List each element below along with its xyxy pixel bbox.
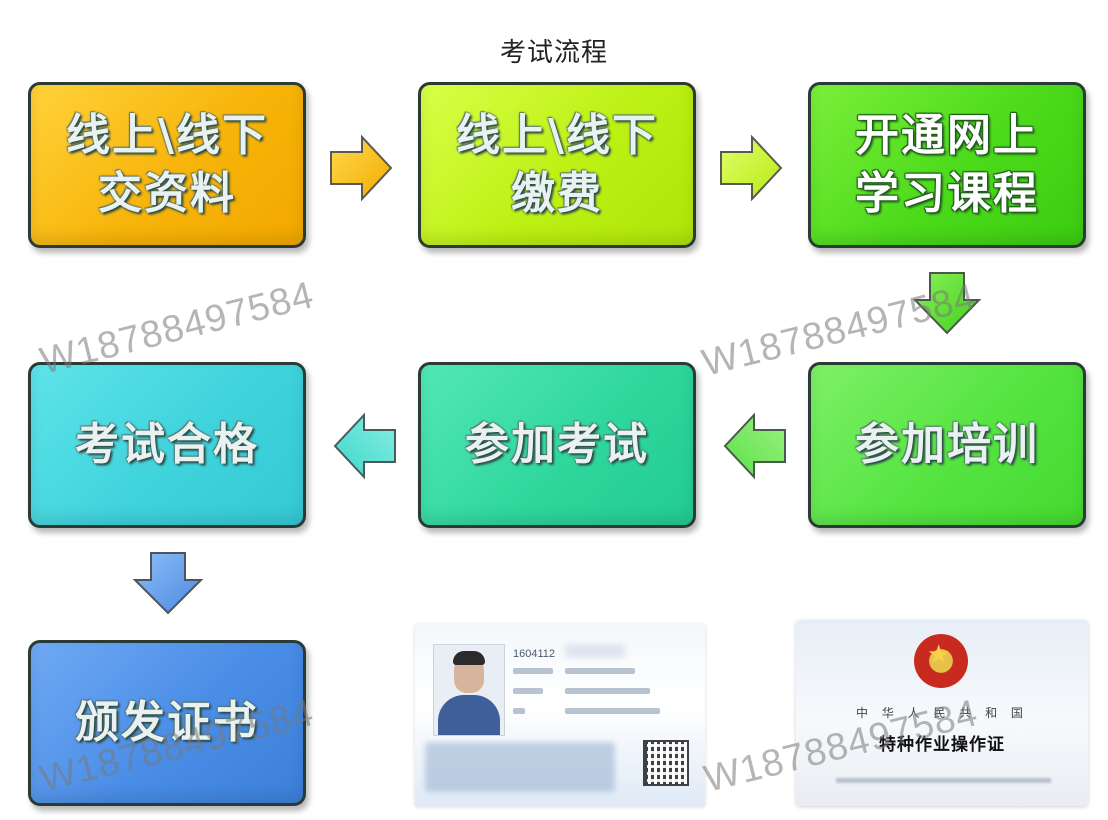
arrow-left-icon xyxy=(333,412,396,480)
step-take-exam: 参加考试 xyxy=(418,362,696,528)
step-open-online-course: 开通网上 学习课程 xyxy=(808,82,1086,248)
step-line: 开通网上 xyxy=(855,110,1039,161)
arrow-right-icon xyxy=(720,134,783,202)
certificate-card-image: ★ 中 华 人 民 共 和 国 特种作业操作证 xyxy=(796,620,1088,806)
step-line: 线上\线下 xyxy=(65,110,269,161)
step-line: 考试合格 xyxy=(75,419,259,470)
portrait-photo xyxy=(433,644,505,736)
step-issue-certificate: 颁发证书 xyxy=(28,640,306,806)
arrow-right-icon xyxy=(330,134,393,202)
step-line: 缴费 xyxy=(511,168,603,219)
arrow-left-icon xyxy=(723,412,786,480)
step-line: 参加培训 xyxy=(855,419,1039,470)
card-title: 特种作业操作证 xyxy=(879,735,1005,755)
step-line: 颁发证书 xyxy=(75,697,259,748)
card-country: 中 华 人 民 共 和 国 xyxy=(856,706,1028,720)
step-pass-exam: 考试合格 xyxy=(28,362,306,528)
step-line: 参加考试 xyxy=(465,419,649,470)
arrow-down-icon xyxy=(912,272,982,335)
diagram-title: 考试流程 xyxy=(499,38,608,68)
step-submit-materials: 线上\线下 交资料 xyxy=(28,82,306,248)
card-number: 1604112 xyxy=(513,648,556,660)
id-card-image: 1604112 xyxy=(415,624,705,806)
step-line: 交资料 xyxy=(98,168,236,219)
step-attend-training: 参加培训 xyxy=(808,362,1086,528)
step-line: 线上\线下 xyxy=(455,110,659,161)
national-emblem-icon xyxy=(914,634,968,688)
arrow-down-icon xyxy=(132,552,204,615)
step-line: 学习课程 xyxy=(855,168,1039,219)
step-pay-fees: 线上\线下 缴费 xyxy=(418,82,696,248)
